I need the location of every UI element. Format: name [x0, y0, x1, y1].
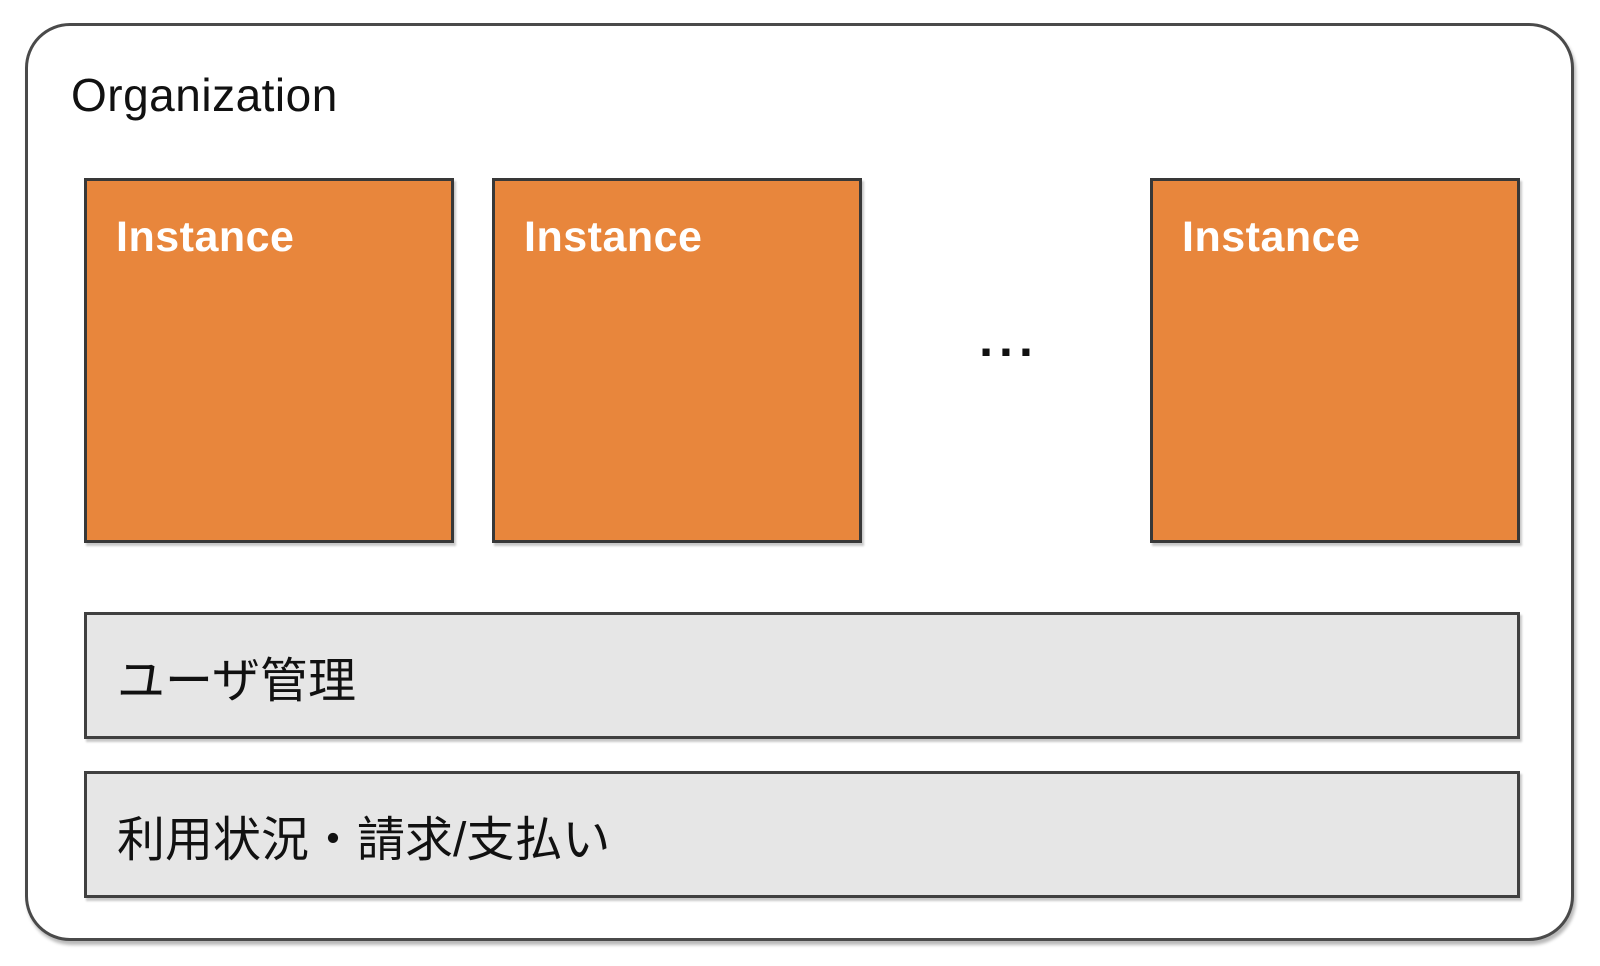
instance-label-1: Instance — [116, 213, 295, 261]
usage-billing-bar: 利用状況・請求/支払い — [84, 771, 1520, 898]
organization-label: Organization — [71, 69, 338, 121]
usage-billing-label: 利用状況・請求/支払い — [117, 813, 611, 867]
more-instances-ellipsis: ... — [979, 311, 1039, 367]
instance-box-3: Instance — [1150, 178, 1520, 543]
organization-container: Organization Instance Instance ... Insta… — [25, 23, 1574, 941]
instance-label-3: Instance — [1182, 213, 1361, 261]
instance-box-2: Instance — [492, 178, 862, 543]
instance-box-1: Instance — [84, 178, 454, 543]
instance-label-2: Instance — [524, 213, 703, 261]
user-management-label: ユーザ管理 — [117, 654, 357, 708]
user-management-bar: ユーザ管理 — [84, 612, 1520, 739]
